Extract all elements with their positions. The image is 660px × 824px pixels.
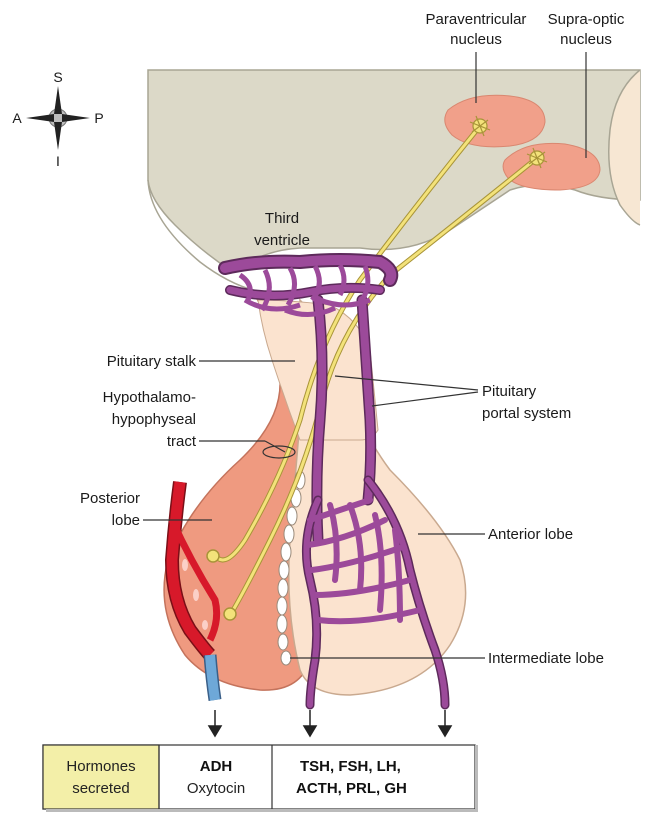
supraoptic-nucleus-shape xyxy=(502,142,601,191)
compass-superior: S xyxy=(53,69,62,85)
anterior-hormones-line1: TSH, FSH, LH, xyxy=(300,758,401,775)
label-supraoptic-2: nucleus xyxy=(560,31,612,48)
compass-posterior: P xyxy=(94,110,103,126)
label-third-ventricle-2: ventricle xyxy=(254,232,310,249)
label-paraventricular-2: nucleus xyxy=(450,31,502,48)
anterior-hormones-line2: ACTH, PRL, GH xyxy=(296,780,407,797)
artery xyxy=(164,481,221,660)
label-anterior-lobe: Anterior lobe xyxy=(488,526,573,543)
paraventricular-nucleus-shape xyxy=(444,94,546,148)
label-posterior-1: Posterior xyxy=(80,490,140,507)
output-arrows xyxy=(207,710,453,738)
label-tract-2: hypophyseal xyxy=(112,411,196,428)
compass-anterior: A xyxy=(12,110,22,126)
label-posterior-2: lobe xyxy=(112,512,140,529)
brain-rim xyxy=(608,69,641,226)
compass-inferior: I xyxy=(56,153,60,169)
skull-curve xyxy=(147,179,261,293)
label-tract-1: Hypothalamo- xyxy=(103,389,196,406)
posterior-hormone-primary: ADH xyxy=(200,758,233,775)
label-supraoptic-1: Supra-optic xyxy=(548,11,625,28)
table-header-line2: secreted xyxy=(72,780,130,797)
table-header-cell xyxy=(42,744,160,810)
label-pituitary-stalk: Pituitary stalk xyxy=(107,353,197,370)
label-intermediate-lobe: Intermediate lobe xyxy=(488,650,604,667)
label-tract-3: tract xyxy=(167,433,197,450)
hormone-table xyxy=(42,744,478,812)
label-third-ventricle-1: Third xyxy=(265,210,299,227)
pituitary-portal-system xyxy=(218,253,399,546)
compass-rose xyxy=(26,86,90,150)
table-header-line1: Hormones xyxy=(66,758,135,775)
label-portal-2: portal system xyxy=(482,405,571,422)
label-paraventricular-1: Paraventricular xyxy=(426,11,527,28)
neuron-cell-bodies xyxy=(469,115,548,169)
label-portal-1: Pituitary xyxy=(482,383,537,400)
portal-upper-mesh xyxy=(238,263,371,317)
posterior-hormone-secondary: Oxytocin xyxy=(187,780,245,797)
